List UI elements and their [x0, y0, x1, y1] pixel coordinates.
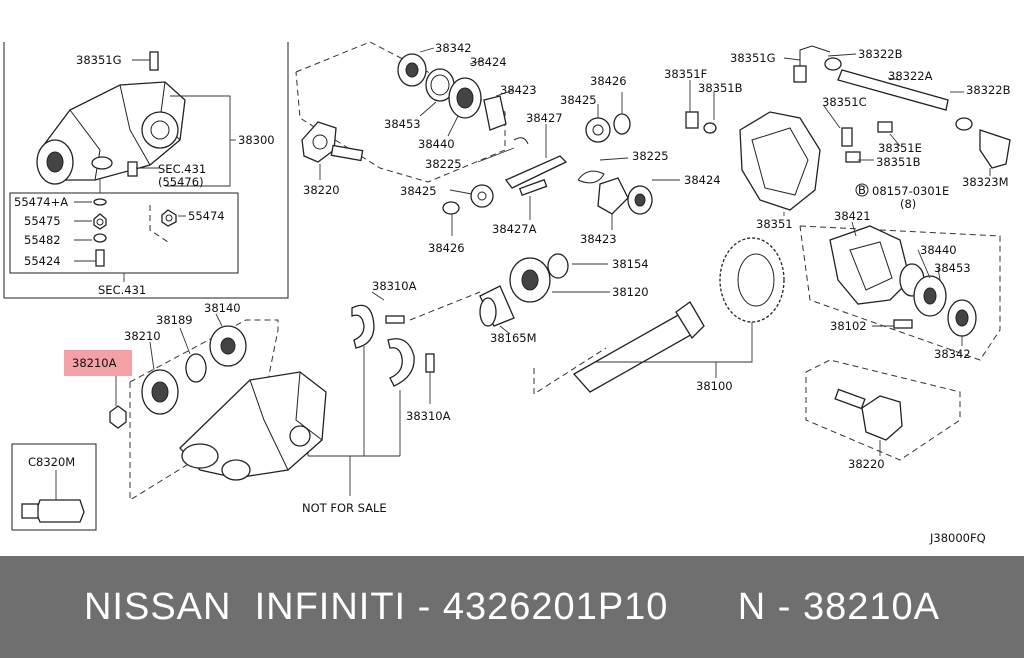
vent-38323m — [979, 129, 1011, 169]
companion-flange-right — [861, 395, 903, 441]
label-38210a: 38210A — [72, 356, 117, 370]
label-38423-top: 38423 — [500, 83, 537, 97]
label-08157-0301e: 08157-0301E — [872, 184, 949, 198]
label-38427a: 38427A — [492, 222, 537, 236]
diff-case-38421 — [829, 225, 911, 305]
plug-38351f — [685, 111, 699, 129]
side-gear-group — [295, 41, 529, 183]
label-38426-top: 38426 — [590, 74, 627, 88]
label-55475: 55475 — [24, 214, 61, 228]
label-sec431-bottom: SEC.431 — [98, 283, 146, 297]
label-55474: 55474 — [188, 209, 225, 223]
pinion-shaft-38427 — [504, 155, 568, 189]
label-38440-top: 38440 — [418, 137, 455, 151]
c8320m-group — [11, 443, 97, 531]
highlighted-part-label-bg — [64, 350, 132, 376]
label-38426-mid: 38426 — [428, 241, 465, 255]
label-38423-mid: 38423 — [580, 232, 617, 246]
label-38342-top: 38342 — [435, 41, 472, 55]
label-38310a-lower: 38310A — [406, 409, 451, 423]
breather-plug — [149, 51, 159, 71]
ring-gear-38100 — [719, 237, 785, 323]
label-38351g-right: 38351G — [730, 51, 776, 65]
label-38342-right: 38342 — [934, 347, 971, 361]
label-38425-top: 38425 — [560, 93, 597, 107]
assembly-frame — [3, 42, 289, 299]
label-38100: 38100 — [696, 379, 733, 393]
label-38427: 38427 — [526, 111, 563, 125]
label-38323m: 38323M — [962, 175, 1009, 189]
label-not-for-sale: NOT FOR SALE — [302, 501, 387, 515]
label-38322a: 38322A — [888, 69, 933, 83]
label-38220-right: 38220 — [848, 457, 885, 471]
rear-cover-38351 — [739, 111, 821, 211]
nut-38210 — [109, 405, 127, 429]
companion-flange — [301, 121, 337, 163]
label-38424-mid: 38424 — [684, 173, 721, 187]
label-55482: 55482 — [24, 233, 61, 247]
label-38165m: 38165M — [490, 331, 537, 345]
label-38120: 38120 — [612, 285, 649, 299]
label-qty-8: (8) — [900, 197, 916, 211]
label-55474a: 55474+A — [14, 195, 68, 209]
label-38421: 38421 — [834, 209, 871, 223]
rear-cover-group — [685, 45, 1011, 216]
label-38351b-a: 38351B — [698, 81, 743, 95]
pinion-gear-38425-top — [585, 117, 611, 143]
side-gear-38424 — [483, 95, 507, 131]
bearing-cap-upper — [351, 304, 375, 349]
label-38440-right: 38440 — [920, 243, 957, 257]
bearing-cap-group — [307, 291, 435, 496]
drive-gear-group — [409, 237, 785, 395]
label-38310a-upper: 38310A — [372, 279, 417, 293]
label-c8320m: C8320M — [28, 455, 75, 469]
diff-case-group — [799, 221, 1001, 461]
label-38322b-b: 38322B — [966, 83, 1011, 97]
label-bolt-b: B — [858, 183, 866, 197]
label-38300: 38300 — [238, 133, 275, 147]
label-38453-top: 38453 — [384, 117, 421, 131]
label-38225-top: 38225 — [425, 157, 462, 171]
differential-assembly-group — [3, 42, 289, 299]
label-38351: 38351 — [756, 217, 793, 231]
label-sec431: SEC.431 — [158, 162, 206, 176]
label-38453-right: 38453 — [934, 261, 971, 275]
c8320m-frame — [11, 443, 97, 531]
side-gear-38423 — [597, 177, 629, 215]
bolt-callout-b — [855, 183, 869, 197]
label-38351g: 38351G — [76, 53, 122, 67]
label-55424: 55424 — [24, 254, 61, 268]
label-38189: 38189 — [156, 313, 193, 327]
label-38210: 38210 — [124, 329, 161, 343]
bearing-cap-lower — [387, 338, 415, 387]
parts-diagram: 38351G 38300 SEC.431 (55476) 55474+A 554… — [3, 41, 1011, 545]
label-38322b-a: 38322B — [858, 47, 903, 61]
part-number-banner: NISSAN INFINITI - 4326201P10 N - 38210A — [0, 556, 1024, 658]
label-38351f: 38351F — [664, 67, 707, 81]
label-38351c: 38351C — [822, 95, 867, 109]
label-38102: 38102 — [830, 319, 867, 333]
label-38220-top: 38220 — [303, 183, 340, 197]
label-38351b-b: 38351B — [876, 155, 921, 169]
label-55476: (55476) — [158, 175, 204, 189]
label-38351e: 38351E — [878, 141, 922, 155]
pinion-gear-group — [442, 92, 680, 236]
breather-38351g — [793, 65, 807, 83]
drive-pinion-shaft — [572, 313, 698, 393]
carrier-group — [109, 313, 327, 501]
label-38140: 38140 — [204, 301, 241, 315]
label-38425-mid: 38425 — [400, 184, 437, 198]
label-38225-mid: 38225 — [632, 149, 669, 163]
label-diagram-code: J38000FQ — [929, 531, 986, 545]
diff-housing-assembly — [39, 81, 186, 181]
label-38424-top: 38424 — [470, 55, 507, 69]
tool-c8320m — [35, 499, 85, 523]
breather-hose-38322a — [837, 69, 949, 111]
label-38154: 38154 — [612, 257, 649, 271]
